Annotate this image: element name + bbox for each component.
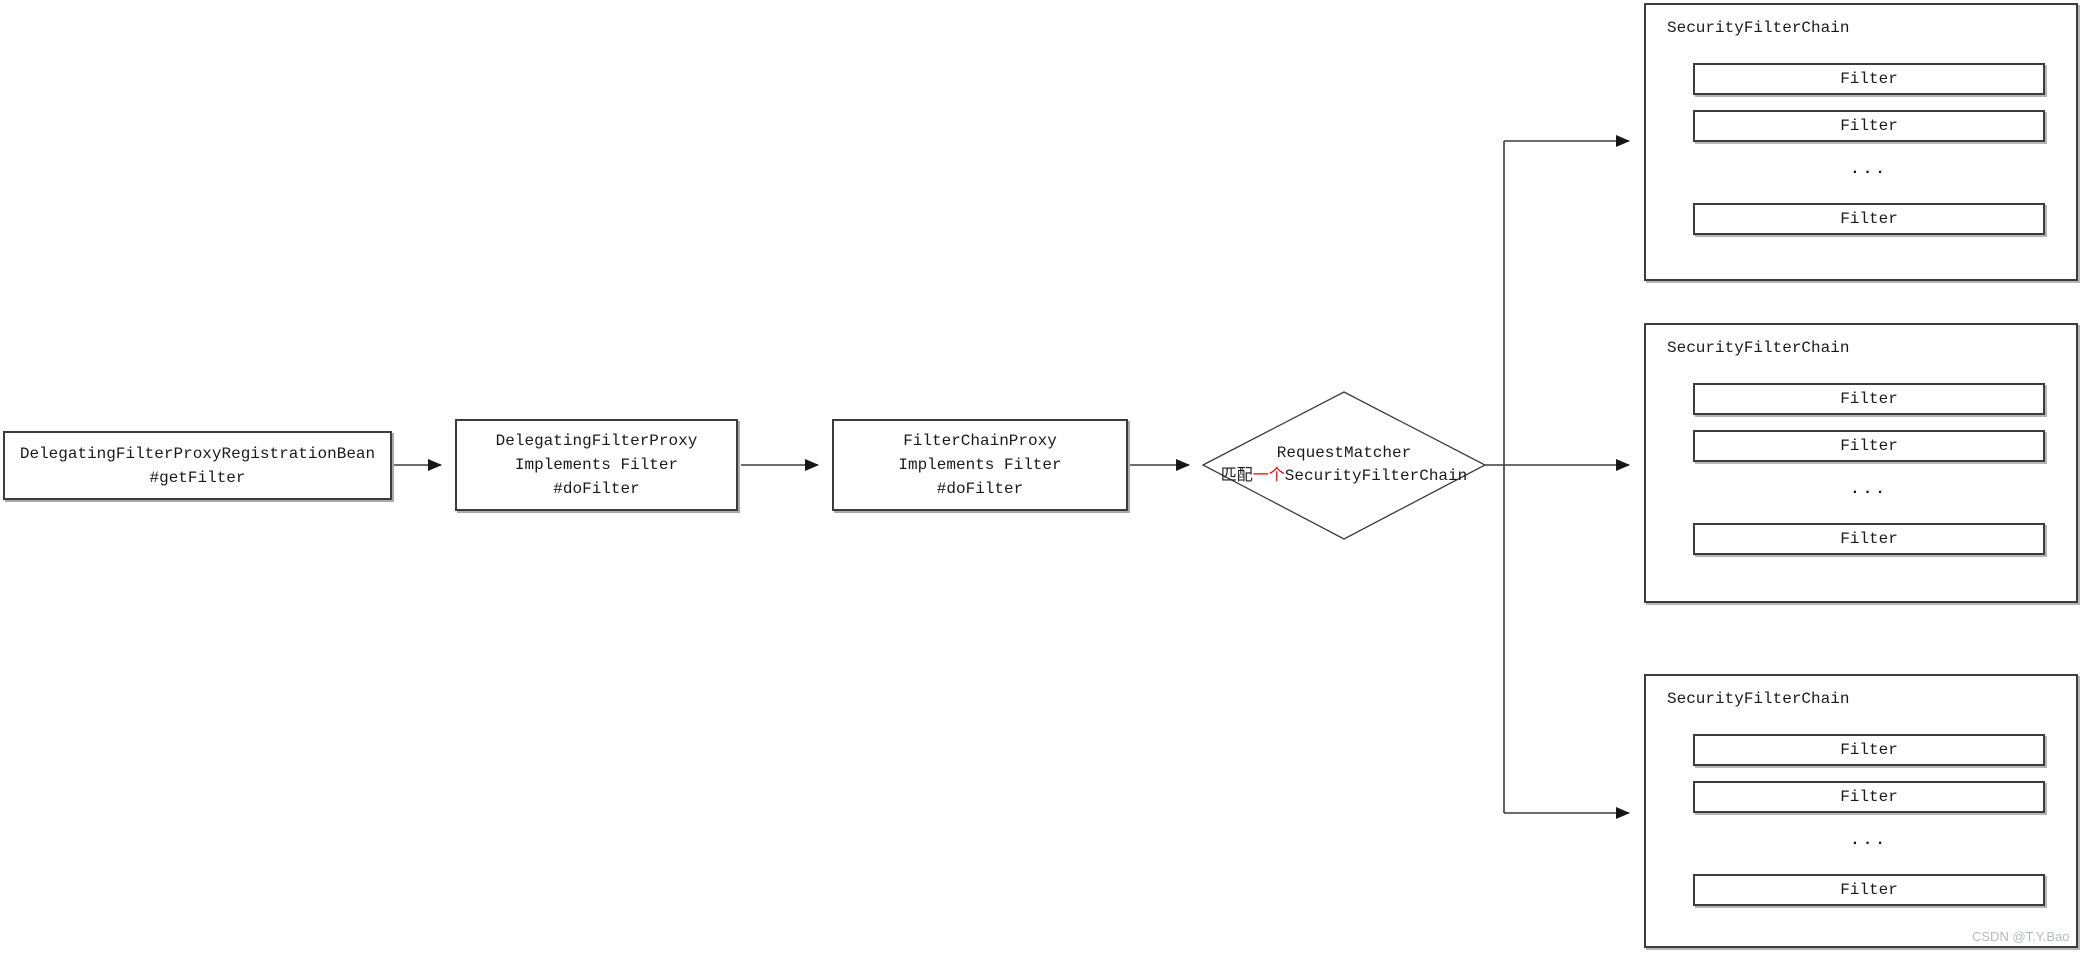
filter-item: Filter: [1693, 110, 2045, 142]
filter-label: Filter: [1840, 788, 1898, 806]
filter-item: Filter: [1693, 781, 2045, 813]
filter-item: Filter: [1693, 63, 2045, 95]
node-filter-chain-proxy: FilterChainProxy Implements Filter #doFi…: [832, 419, 1128, 511]
filter-label: Filter: [1840, 741, 1898, 759]
filter-label: Filter: [1840, 530, 1898, 548]
decision-line1: RequestMatcher: [1276, 444, 1412, 462]
node-line: Implements Filter: [514, 456, 679, 474]
filter-label: Filter: [1840, 210, 1898, 228]
security-filter-chain-panel-1: SecurityFilterChain Filter Filter ... Fi…: [1644, 3, 2078, 281]
ellipsis: ...: [1850, 831, 1888, 849]
ellipsis: ...: [1850, 480, 1888, 498]
filter-item: Filter: [1693, 203, 2045, 235]
decision-line2-suffix: SecurityFilterChain: [1284, 467, 1468, 485]
watermark: CSDN @T.Y.Bao: [1972, 929, 2070, 944]
node-line: DelegatingFilterProxy: [495, 432, 698, 450]
security-filter-chain-panel-3: SecurityFilterChain Filter Filter ... Fi…: [1644, 674, 2078, 948]
security-filter-chain-panel-2: SecurityFilterChain Filter Filter ... Fi…: [1644, 323, 2078, 603]
ellipsis: ...: [1850, 160, 1888, 178]
filter-item: Filter: [1693, 523, 2045, 555]
filter-item: Filter: [1693, 430, 2045, 462]
node-line: #getFilter: [149, 468, 246, 487]
filter-item: Filter: [1693, 734, 2045, 766]
node-delegating-filter-proxy-registration-bean: DelegatingFilterProxyRegistrationBean #g…: [3, 431, 392, 500]
filter-label: Filter: [1840, 70, 1898, 88]
node-line: #doFilter: [553, 480, 640, 498]
filter-label: Filter: [1840, 881, 1898, 899]
filter-label: Filter: [1840, 437, 1898, 455]
chain-title: SecurityFilterChain: [1667, 339, 1850, 357]
node-line: Implements Filter: [898, 456, 1062, 474]
node-delegating-filter-proxy: DelegatingFilterProxy Implements Filter …: [455, 419, 738, 511]
filter-item: Filter: [1693, 874, 2045, 906]
decision-line2-highlight: 一个: [1252, 467, 1285, 485]
decision-line2: 匹配一个SecurityFilterChain: [1204, 465, 1484, 488]
filter-label: Filter: [1840, 390, 1898, 408]
node-line: #doFilter: [936, 480, 1024, 498]
filter-item: Filter: [1693, 383, 2045, 415]
chain-title: SecurityFilterChain: [1667, 690, 1850, 708]
decision-line2-prefix: 匹配: [1220, 467, 1253, 485]
filter-label: Filter: [1840, 117, 1898, 135]
node-line: FilterChainProxy: [903, 432, 1057, 450]
chain-title: SecurityFilterChain: [1667, 19, 1850, 37]
node-line: DelegatingFilterProxyRegistrationBean: [19, 444, 376, 463]
decision-label: RequestMatcher 匹配一个SecurityFilterChain: [1204, 442, 1484, 488]
